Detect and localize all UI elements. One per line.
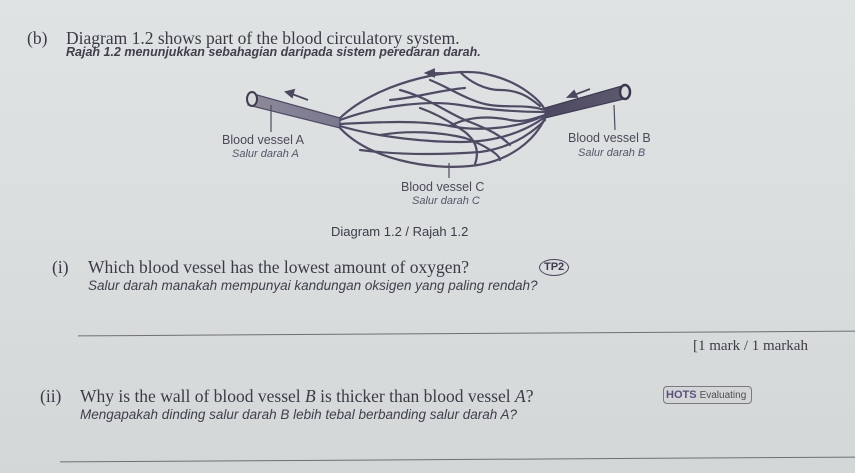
section-intro-ms: Rajah 1.2 menunjukkan sebahagian daripad… [66, 45, 481, 59]
diagram-caption: Diagram 1.2 / Rajah 1.2 [331, 224, 469, 239]
vessel-b-ref: B [305, 386, 316, 406]
vessel-a-label-en: Blood vessel A [222, 133, 304, 147]
hots-logo-icon: HOTS [666, 389, 697, 401]
vessel-b-label-en: Blood vessel B [568, 131, 651, 145]
vessel-a-ref: A [515, 386, 526, 406]
question-ii-text-en: Why is the wall of blood vessel B is thi… [80, 386, 534, 406]
question-i-text-en: Which blood vessel has the lowest amount… [88, 257, 470, 277]
hots-evaluating-badge: HOTS Evaluating [663, 385, 753, 404]
vessel-a-label-ms: Salur darah A [232, 148, 299, 160]
flow-arrow-icon [284, 68, 591, 101]
question-i-number: (i) [52, 257, 69, 277]
tp-level-icon: TP2 [539, 259, 570, 276]
question-ii-text-ms: Mengapakah dinding salur darah B lebih t… [80, 407, 518, 422]
capillary-bed [338, 70, 547, 168]
answer-line-i[interactable] [78, 330, 855, 337]
vessel-c-label-en: Blood vessel C [401, 180, 485, 194]
vessel-c-label-ms: Salur darah C [412, 195, 480, 207]
question-i-marks: [1 mark / 1 markah [693, 338, 808, 354]
hots-level-label: Evaluating [699, 389, 747, 401]
tp2-badge: TP2 [539, 257, 570, 276]
capillary-network-diagram [246, 68, 632, 178]
question-ii-number: (ii) [40, 386, 62, 406]
vessel-b-label-ms: Salur darah B [578, 147, 646, 159]
answer-line-ii[interactable] [60, 456, 855, 463]
question-i-text-ms: Salur darah manakah mempunyai kandungan … [88, 278, 538, 293]
section-label: (b) [27, 28, 48, 48]
section-intro-en: Diagram 1.2 shows part of the blood circ… [66, 28, 460, 48]
